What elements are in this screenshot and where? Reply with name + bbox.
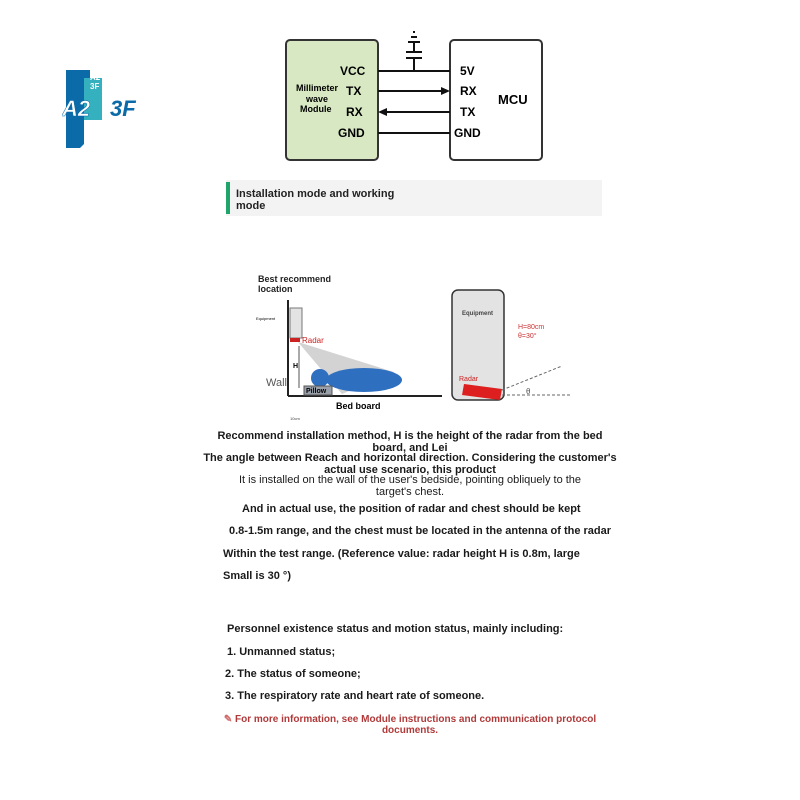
more-info-line2: documents. [381, 725, 439, 736]
paragraph-3-line1: It is installed on the wall of the user'… [238, 474, 582, 486]
theta-label: θ [526, 387, 531, 396]
status-item-1: 1. Unmanned status; [227, 646, 336, 658]
paragraph-3: It is installed on the wall of the user'… [200, 474, 620, 498]
arrow-left [378, 108, 387, 116]
best-location-title-2: location [258, 284, 293, 294]
module-label-3: Module [300, 104, 332, 114]
brand-logo: A2 3F A2 3F [62, 70, 136, 148]
radar-label-left: Radar [302, 336, 324, 345]
paragraph-7: Small is 30 °) [223, 570, 291, 582]
pin-mcu-tx: TX [460, 105, 475, 119]
pin-mcu-rx: RX [460, 84, 477, 98]
paragraph-1-line2: board, and Lei [372, 442, 448, 454]
best-location-title-1: Best recommend [258, 274, 331, 284]
pillow-label: Pillow [306, 388, 327, 395]
logo-main-left: A2 [62, 96, 91, 121]
section-title-line1: Installation mode and working [236, 188, 395, 200]
arrow-right [441, 87, 450, 95]
equipment-label-right: Equipment [462, 311, 493, 317]
more-info-line1: For more information, see Module instruc… [235, 714, 597, 725]
paragraph-6: Within the test range. (Reference value:… [223, 548, 580, 560]
module-box [285, 39, 379, 161]
pillow-shape [303, 385, 333, 396]
equipment-box-left [289, 307, 303, 339]
paragraph-5: 0.8-1.5m range, and the chest must be lo… [229, 525, 612, 537]
height-label: H [293, 363, 298, 370]
status-item-2: 2. The status of someone; [225, 668, 361, 680]
mcu-box [449, 39, 543, 161]
pin-mcu-gnd: GND [454, 126, 481, 140]
bed-board-label: Bed board [336, 401, 381, 411]
paragraph-2-line1: The angle between Reach and horizontal d… [203, 452, 617, 464]
radar-right [462, 384, 502, 400]
pin-vcc: VCC [340, 64, 366, 78]
radar-label-right: Radar [459, 376, 479, 383]
paragraph-1: Recommend installation method, H is the … [200, 430, 620, 454]
logo-main-right: 3F [110, 96, 136, 121]
installation-diagrams: Best recommend location Equipment Radar … [256, 274, 570, 421]
logo-small-top: A2 [90, 73, 101, 82]
wiring-diagram: Millimeter wave Module VCC TX RX GND 5V … [285, 31, 543, 161]
module-label-1: Millimeter [296, 83, 339, 93]
logo-small-mid: 3F [90, 82, 99, 91]
pencil-icon: ✎ [223, 714, 233, 725]
head-shape [311, 369, 329, 387]
paragraph-2: The angle between Reach and horizontal d… [200, 452, 620, 476]
more-info-note: ✎ For more information, see Module instr… [210, 714, 610, 736]
paragraph-2-line2: actual use scenario, this product [324, 464, 496, 476]
section-title-line2: mode [236, 200, 266, 212]
section-title: Installation mode and working mode [236, 188, 406, 212]
height-value-label: H=80cm [518, 324, 544, 331]
paragraph-1-line1: Recommend installation method, H is the … [217, 430, 603, 442]
wall-label: Wall [266, 377, 287, 389]
tilt-line [501, 365, 563, 391]
pin-module-gnd: GND [338, 126, 365, 140]
pin-module-tx: TX [346, 84, 361, 98]
section-accent-bar [226, 182, 230, 214]
paragraph-3-line2: target's chest. [375, 486, 445, 498]
paragraph-4: And in actual use, the position of radar… [242, 503, 581, 515]
pin-5v: 5V [460, 64, 475, 78]
dim-label: 10cm [290, 416, 300, 421]
module-label-2: wave [305, 94, 328, 104]
logo-accent-shape [84, 78, 102, 120]
equipment-box-right [451, 289, 505, 401]
section-header: Installation mode and working mode [226, 180, 602, 216]
status-intro: Personnel existence status and motion st… [227, 623, 564, 635]
radar-left [290, 338, 300, 342]
body-shape [326, 368, 402, 392]
pin-module-rx: RX [346, 105, 363, 119]
status-item-3: 3. The respiratory rate and heart rate o… [225, 690, 485, 702]
angle-value-label: θ=30° [518, 332, 537, 340]
equipment-label-left: Equipment [256, 316, 276, 321]
mcu-label: MCU [498, 92, 528, 107]
